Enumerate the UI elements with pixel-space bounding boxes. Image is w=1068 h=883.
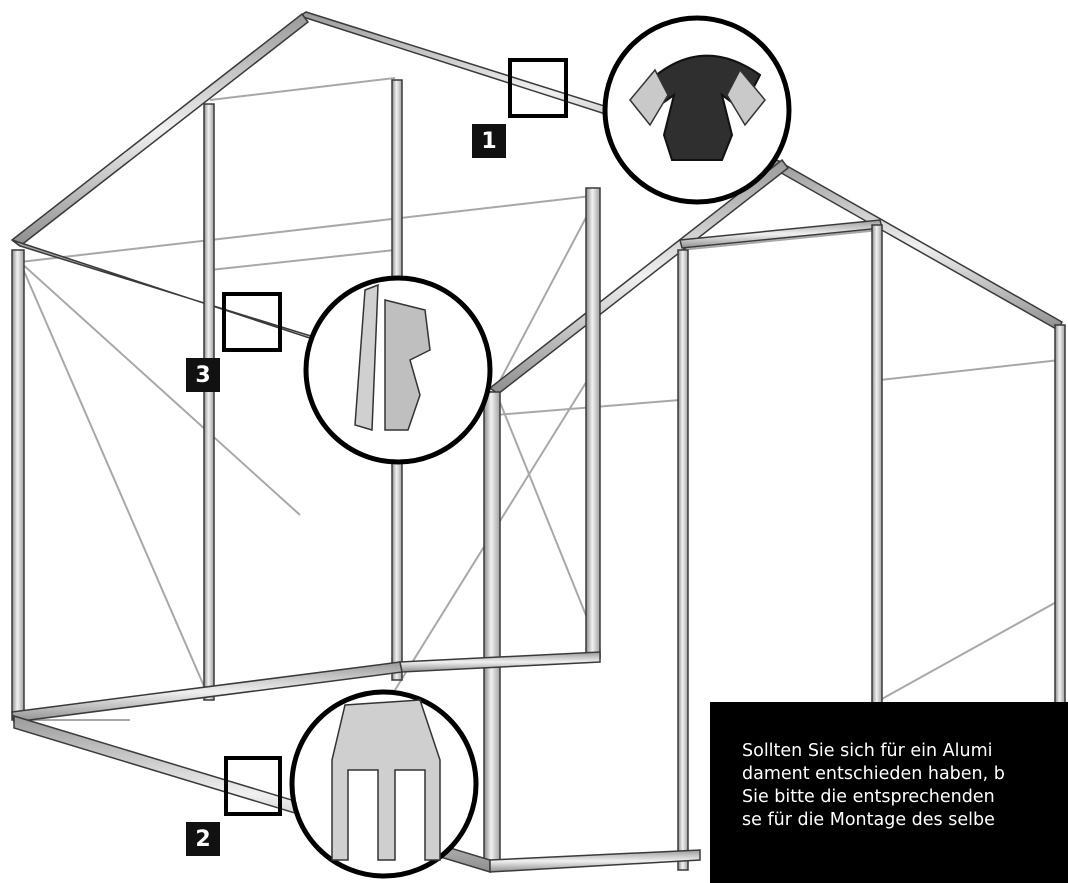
note-line: Sollten Sie sich für ein Alumi: [742, 741, 993, 761]
label-1: 1: [472, 124, 506, 158]
detail-profile-3: [303, 275, 493, 465]
note-line: dament entschieden haben, b: [742, 764, 1005, 784]
label-3: 3: [186, 358, 220, 392]
note-line: se für die Montage des selbe: [742, 810, 995, 830]
label-2: 2: [186, 822, 220, 856]
foundation-note-box: Sollten Sie sich für ein Alumi dament en…: [710, 702, 1068, 883]
note-line: Sie bitte die entsprechenden: [742, 787, 995, 807]
detail-profile-2: [289, 689, 479, 879]
detail-profile-1: [602, 15, 792, 205]
callout-markers: [222, 58, 568, 816]
bracing-lines: [19, 77, 1061, 721]
